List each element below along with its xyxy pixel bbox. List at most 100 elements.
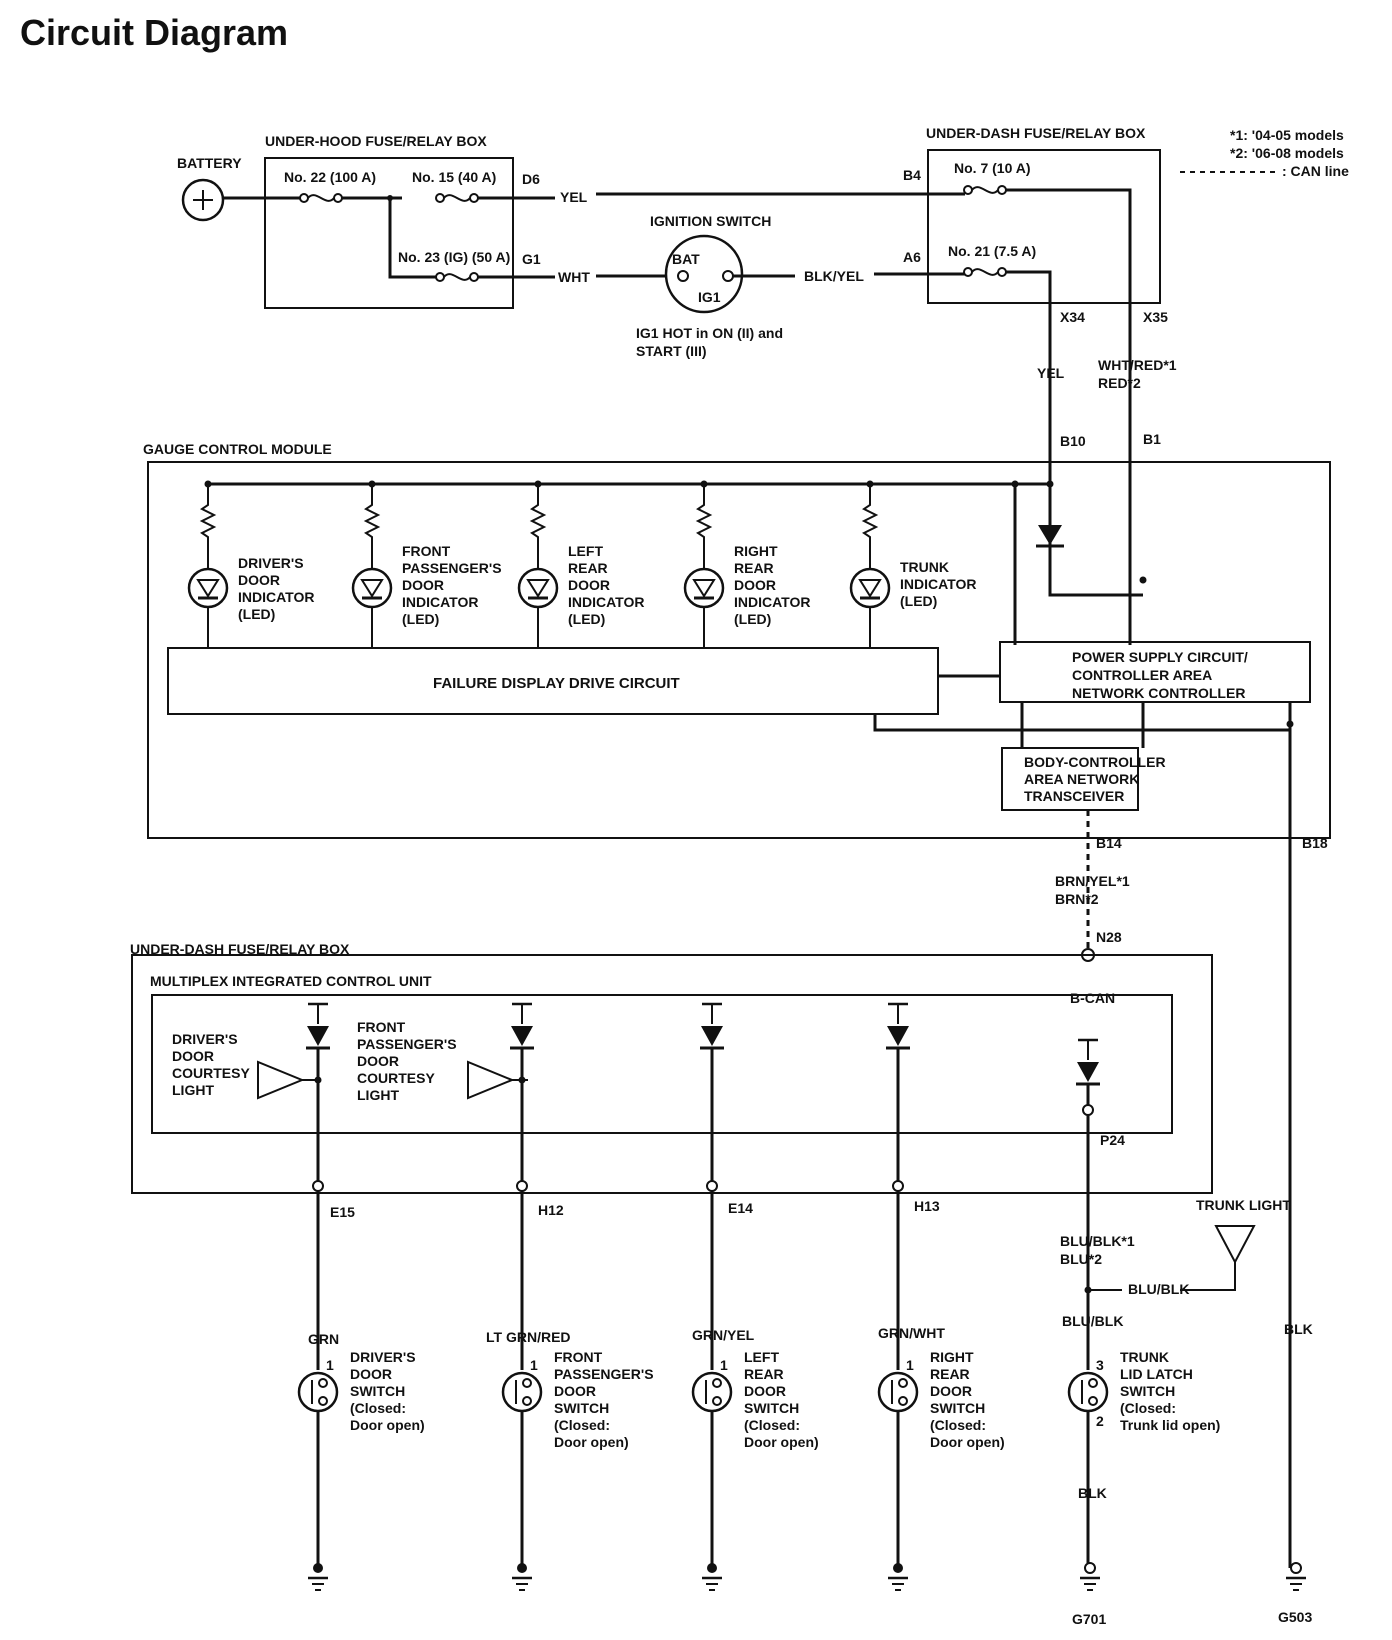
- multiplex-control-unit: [151, 994, 1173, 1134]
- wire-brn-yel-1: BRN/YEL*1: [1055, 873, 1130, 889]
- indicator-label-line: FRONT: [402, 543, 451, 559]
- switch-label-line: SWITCH: [930, 1400, 985, 1416]
- ignition-bat-label: BAT: [672, 251, 700, 267]
- indicator-label-line: (LED): [402, 611, 439, 627]
- switch-pin: 1: [530, 1357, 538, 1373]
- legend-note-2: *2: '06-08 models: [1230, 145, 1344, 161]
- switch-label-line: Door open): [744, 1434, 819, 1450]
- terminal-e15: E15: [330, 1204, 355, 1220]
- terminal-a6: A6: [903, 249, 921, 265]
- wire-blu-2: BLU*2: [1060, 1251, 1102, 1267]
- indicator-label-line: LEFT: [568, 543, 603, 559]
- power-supply-line1: POWER SUPPLY CIRCUIT/: [1072, 649, 1248, 665]
- indicator-label-line: (LED): [900, 593, 937, 609]
- failure-display-label: FAILURE DISPLAY DRIVE CIRCUIT: [433, 675, 680, 692]
- driver-courtesy-light-icon: [257, 1060, 318, 1100]
- switch-pin: 1: [720, 1357, 728, 1373]
- terminal-x35: X35: [1143, 309, 1168, 325]
- switch-label-line: DOOR: [930, 1383, 972, 1399]
- courtesy-light-label: FRONT: [357, 1019, 406, 1035]
- indicator-label-line: PASSENGER'S: [402, 560, 502, 576]
- indicator-label-line: RIGHT: [734, 543, 778, 559]
- indicator-label-line: INDICATOR: [900, 576, 976, 592]
- indicator-label-line: INDICATOR: [402, 594, 478, 610]
- wire-grn-wht: GRN/WHT: [878, 1325, 945, 1341]
- led-icon: [517, 567, 559, 609]
- switch-pin: 1: [906, 1357, 914, 1373]
- page-title: Circuit Diagram: [20, 12, 288, 53]
- door-switch-icon: [297, 1371, 339, 1413]
- switch-label-line: (Closed:: [930, 1417, 986, 1433]
- fuse-no15-label: No. 15 (40 A): [412, 169, 496, 185]
- terminal-x34: X34: [1060, 309, 1085, 325]
- switch-label-line: DOOR: [554, 1383, 596, 1399]
- fuse-no22-icon: [299, 193, 343, 203]
- courtesy-light-label: DOOR: [357, 1053, 399, 1069]
- switch-label-line: (Closed:: [1120, 1400, 1176, 1416]
- terminal-b1: B1: [1143, 431, 1161, 447]
- indicator-label-line: INDICATOR: [238, 589, 314, 605]
- wire-grn-yel: GRN/YEL: [692, 1327, 755, 1343]
- indicator-label-line: REAR: [734, 560, 774, 576]
- indicator-label-line: DOOR: [568, 577, 610, 593]
- wire-blu-blk-1: BLU/BLK*1: [1060, 1233, 1135, 1249]
- door-switch-icon: [501, 1371, 543, 1413]
- indicator-label-line: INDICATOR: [734, 594, 810, 610]
- underhood-box-label: UNDER-HOOD FUSE/RELAY BOX: [265, 133, 487, 149]
- ground-g701-label: G701: [1072, 1611, 1106, 1627]
- ignition-switch-label: IGNITION SWITCH: [650, 213, 771, 229]
- ignition-switch-icon: [664, 234, 744, 314]
- ground-g503-label: G503: [1278, 1609, 1312, 1625]
- gauge-control-module: [147, 461, 1331, 839]
- indicator-label-line: (LED): [568, 611, 605, 627]
- terminal-e14: E14: [728, 1200, 753, 1216]
- legend-note-1: *1: '04-05 models: [1230, 127, 1344, 143]
- ig1-note-line2: START (III): [636, 343, 707, 359]
- wire-blk-yel: BLK/YEL: [804, 268, 864, 284]
- switch-label-line: LEFT: [744, 1349, 779, 1365]
- switch-label-line: (Closed:: [554, 1417, 610, 1433]
- switch-label-line: REAR: [744, 1366, 784, 1382]
- indicator-label-line: (LED): [734, 611, 771, 627]
- underdash-bottom-fuse-box: [131, 954, 1213, 1194]
- indicator-label-line: INDICATOR: [568, 594, 644, 610]
- micu-channel-2: [510, 1002, 534, 1192]
- terminal-b14: B14: [1096, 835, 1122, 851]
- terminal-g1: G1: [522, 251, 541, 267]
- led-icon: [849, 567, 891, 609]
- switch-label-line: TRUNK: [1120, 1349, 1169, 1365]
- ground-g701-icon: [1078, 1576, 1102, 1592]
- switch-label-line: FRONT: [554, 1349, 603, 1365]
- switch-label-line: SWITCH: [350, 1383, 405, 1399]
- terminal-h12: H12: [538, 1202, 564, 1218]
- switch-label-line: DRIVER'S: [350, 1349, 416, 1365]
- terminal-d6: D6: [522, 171, 540, 187]
- underdash-bottom-box-label: UNDER-DASH FUSE/RELAY BOX: [130, 941, 350, 957]
- ground-icon: [700, 1576, 724, 1592]
- courtesy-light-label: PASSENGER'S: [357, 1036, 457, 1052]
- wire-brn-2: BRN*2: [1055, 891, 1099, 907]
- power-supply-line3: NETWORK CONTROLLER: [1072, 685, 1245, 701]
- transceiver-line3: TRANSCEIVER: [1024, 788, 1124, 804]
- switch-label-line: RIGHT: [930, 1349, 974, 1365]
- indicator-label-line: DOOR: [734, 577, 776, 593]
- fuse-no7-label: No. 7 (10 A): [954, 160, 1031, 176]
- indicator-label-line: REAR: [568, 560, 608, 576]
- ig1-note-line1: IG1 HOT in ON (II) and: [636, 325, 783, 341]
- switch-label-line: Trunk lid open): [1120, 1417, 1220, 1433]
- switch-label-line: (Closed:: [744, 1417, 800, 1433]
- bcan-label: B-CAN: [1070, 990, 1115, 1006]
- battery-label: BATTERY: [177, 155, 242, 171]
- switch-label-line: SWITCH: [744, 1400, 799, 1416]
- micu-channel-3: [700, 1002, 724, 1192]
- switch-label-line: REAR: [930, 1366, 970, 1382]
- wire-grn: GRN: [308, 1331, 339, 1347]
- legend-can-label: : CAN line: [1282, 163, 1349, 179]
- courtesy-light-label: DRIVER'S: [172, 1031, 238, 1047]
- fuse-no21-label: No. 21 (7.5 A): [948, 243, 1036, 259]
